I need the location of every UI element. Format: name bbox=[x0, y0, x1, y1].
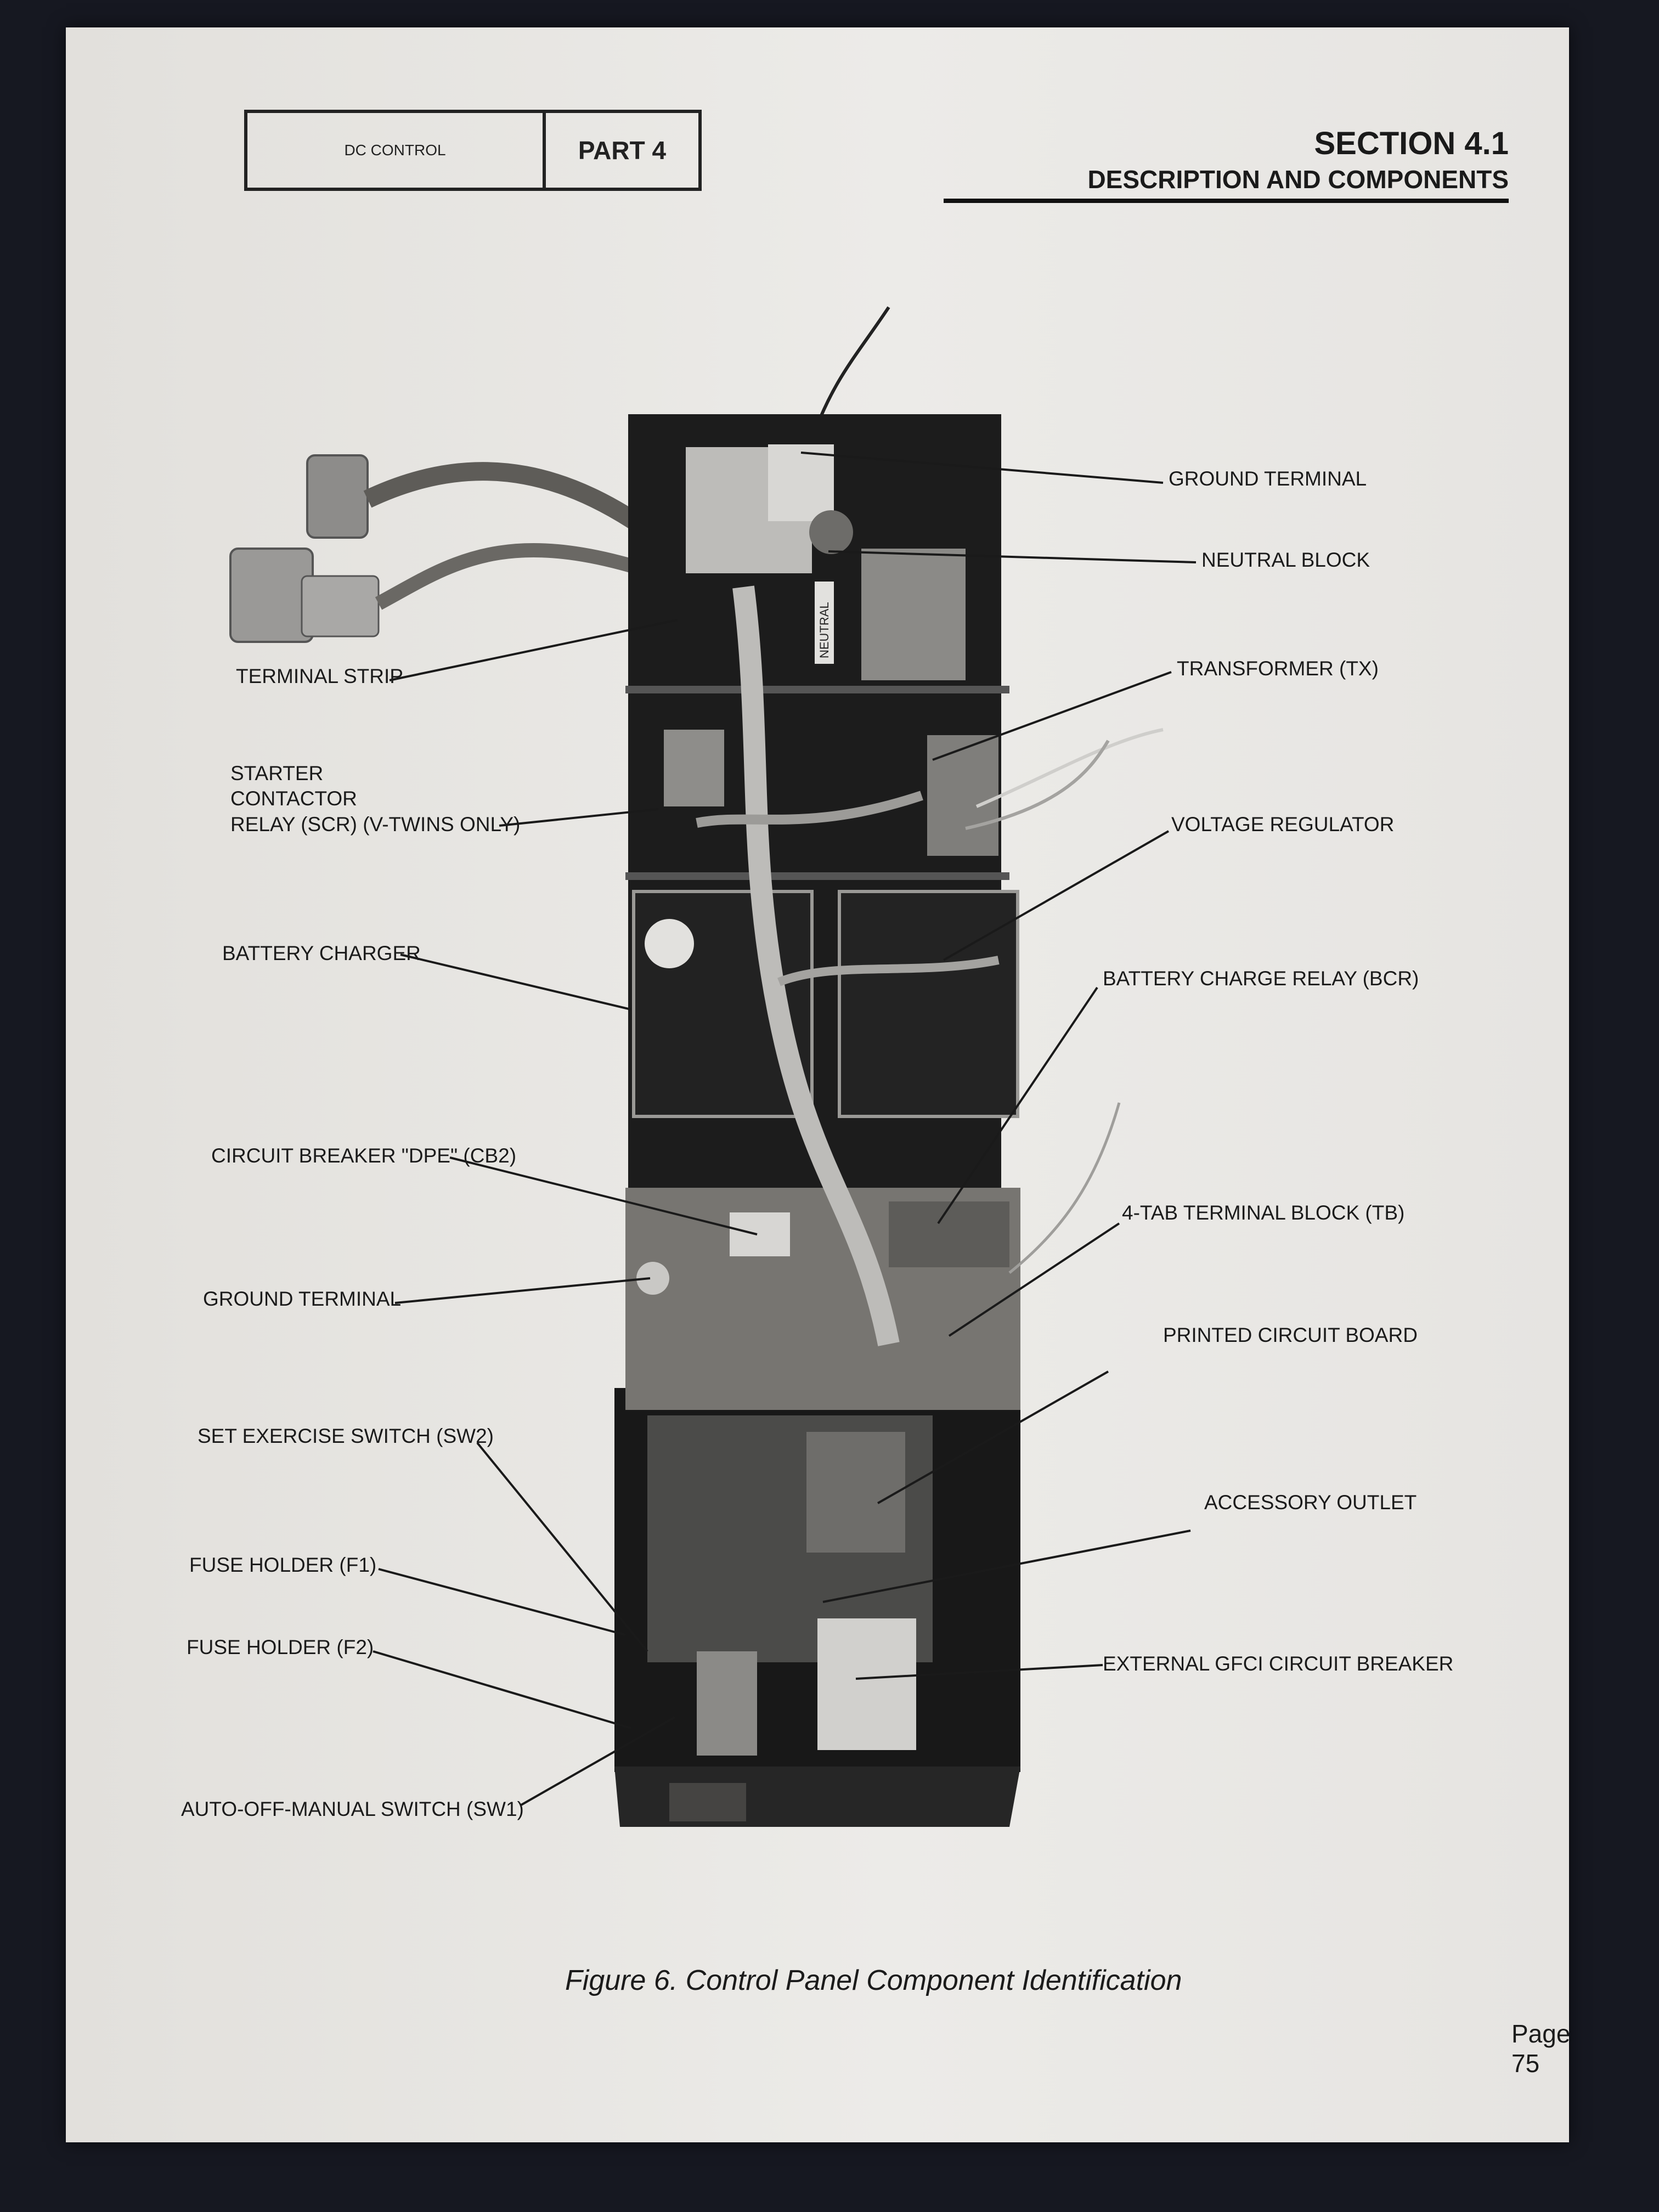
label-4-tab-terminal-block: 4-TAB TERMINAL BLOCK (TB) bbox=[1122, 1201, 1405, 1224]
leader-neutral-block bbox=[828, 550, 1197, 563]
label-accessory-outlet: ACCESSORY OUTLET bbox=[1204, 1491, 1417, 1514]
leader-set-exercise-switch bbox=[476, 1442, 648, 1652]
manual-page: DC CONTROL PART 4 SECTION 4.1 DESCRIPTIO… bbox=[66, 27, 1571, 2142]
section-number: SECTION 4.1 bbox=[1314, 126, 1509, 161]
neutral-tag-text: NEUTRAL bbox=[817, 602, 831, 658]
leader-terminal-block bbox=[948, 1222, 1120, 1337]
label-battery-charger: BATTERY CHARGER bbox=[222, 942, 421, 964]
leader-starter-relay bbox=[499, 808, 659, 827]
section-rule bbox=[944, 199, 1509, 203]
leader-accessory-outlet bbox=[822, 1530, 1191, 1603]
label-circuit-breaker-dpe: CIRCUIT BREAKER "DPE" (CB2) bbox=[211, 1144, 517, 1167]
page-number: Page 75 bbox=[1511, 2019, 1571, 2078]
label-voltage-regulator: VOLTAGE REGULATOR bbox=[1171, 813, 1395, 836]
leader-lines bbox=[373, 452, 1197, 1806]
leader-terminal-strip bbox=[389, 619, 678, 681]
label-neutral-block: NEUTRAL BLOCK bbox=[1201, 549, 1370, 571]
label-transformer: TRANSFORMER (TX) bbox=[1177, 657, 1379, 680]
control-panel-figure: NEUTRAL bbox=[229, 306, 1197, 1827]
header-doc-name: DC CONTROL bbox=[344, 142, 446, 159]
section-title: DESCRIPTION AND COMPONENTS bbox=[1087, 165, 1509, 194]
header-part-box: PART 4 bbox=[543, 110, 702, 191]
leader-circuit-breaker bbox=[449, 1156, 758, 1235]
header-part: PART 4 bbox=[578, 136, 667, 165]
figure-caption: Figure 6. Control Panel Component Identi… bbox=[565, 1965, 1182, 1996]
label-printed-circuit-board: PRINTED CIRCUIT BOARD bbox=[1163, 1324, 1418, 1346]
leader-battery-charger bbox=[400, 953, 631, 1011]
label-auto-off-manual-switch: AUTO-OFF-MANUAL SWITCH (SW1) bbox=[181, 1798, 524, 1820]
label-battery-charge-relay: BATTERY CHARGE RELAY (BCR) bbox=[1103, 967, 1419, 990]
leader-battery-charge-relay bbox=[937, 986, 1098, 1224]
leader-transformer bbox=[932, 671, 1172, 761]
leader-ground-terminal-mid bbox=[394, 1277, 651, 1304]
label-terminal-strip: TERMINAL STRIP bbox=[236, 665, 403, 687]
leader-voltage-regulator bbox=[943, 830, 1169, 961]
label-fuse-holder-f2: FUSE HOLDER (F2) bbox=[187, 1636, 374, 1658]
leader-fuse-f1 bbox=[378, 1568, 626, 1636]
label-set-exercise-switch: SET EXERCISE SWITCH (SW2) bbox=[198, 1425, 494, 1447]
leader-ground-terminal-top bbox=[800, 452, 1164, 484]
label-ground-terminal-mid: GROUND TERMINAL bbox=[203, 1288, 402, 1310]
leader-auto-off-manual bbox=[521, 1716, 675, 1806]
label-fuse-holder-f1: FUSE HOLDER (F1) bbox=[189, 1554, 377, 1576]
label-ground-terminal-top: GROUND TERMINAL bbox=[1169, 467, 1367, 490]
label-starter-contactor-relay: STARTER CONTACTOR RELAY (SCR) (V-TWINS O… bbox=[230, 762, 521, 836]
control-panel-photo: NEUTRAL bbox=[614, 414, 1164, 1827]
leader-fuse-f2 bbox=[373, 1650, 631, 1729]
harness-connector-illustration bbox=[229, 306, 890, 643]
leader-gfci bbox=[855, 1664, 1103, 1680]
leader-pcb bbox=[877, 1370, 1109, 1504]
label-external-gfci: EXTERNAL GFCI CIRCUIT BREAKER bbox=[1103, 1652, 1454, 1675]
